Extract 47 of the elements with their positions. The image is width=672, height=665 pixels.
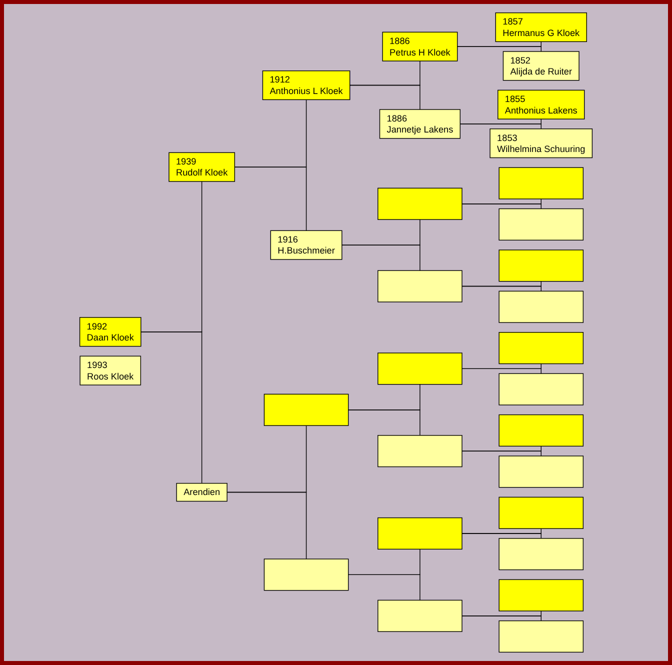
node-box — [498, 620, 584, 653]
node-box — [498, 373, 584, 406]
node-box — [498, 414, 584, 447]
node-box — [262, 70, 350, 100]
node-box — [498, 332, 584, 364]
connector — [457, 46, 542, 52]
node-box — [498, 90, 585, 120]
node-box — [382, 32, 458, 62]
connector — [462, 368, 542, 374]
connector — [462, 616, 542, 622]
node-box — [498, 208, 584, 240]
node-box — [270, 230, 342, 260]
node-box — [498, 496, 584, 529]
connector — [462, 286, 542, 292]
node-box — [498, 456, 584, 488]
node-box — [79, 317, 142, 347]
connector — [342, 244, 420, 271]
connector — [234, 166, 307, 231]
node-box — [498, 538, 584, 570]
node-box — [490, 128, 593, 158]
node-box — [80, 356, 142, 386]
node-box — [498, 579, 584, 612]
connector — [462, 450, 542, 456]
node-box — [168, 152, 236, 182]
connector — [226, 492, 307, 560]
connector — [462, 533, 542, 539]
node-box — [498, 290, 584, 323]
node-box — [378, 517, 462, 550]
node-box — [379, 109, 460, 139]
node-box — [378, 270, 462, 302]
node-box — [498, 167, 584, 200]
connector — [348, 410, 420, 436]
node-box — [498, 250, 584, 282]
connector — [348, 574, 420, 601]
connector — [462, 204, 542, 210]
node-box — [378, 188, 462, 220]
node-box — [264, 558, 349, 591]
node-box — [176, 482, 228, 502]
node-box — [378, 352, 462, 385]
connector — [460, 124, 542, 130]
node-box — [378, 600, 462, 632]
node-box — [502, 51, 580, 81]
node-box — [495, 12, 587, 42]
connector — [350, 84, 420, 110]
connector — [140, 332, 202, 484]
node-box — [378, 435, 462, 468]
node-box — [264, 394, 349, 426]
